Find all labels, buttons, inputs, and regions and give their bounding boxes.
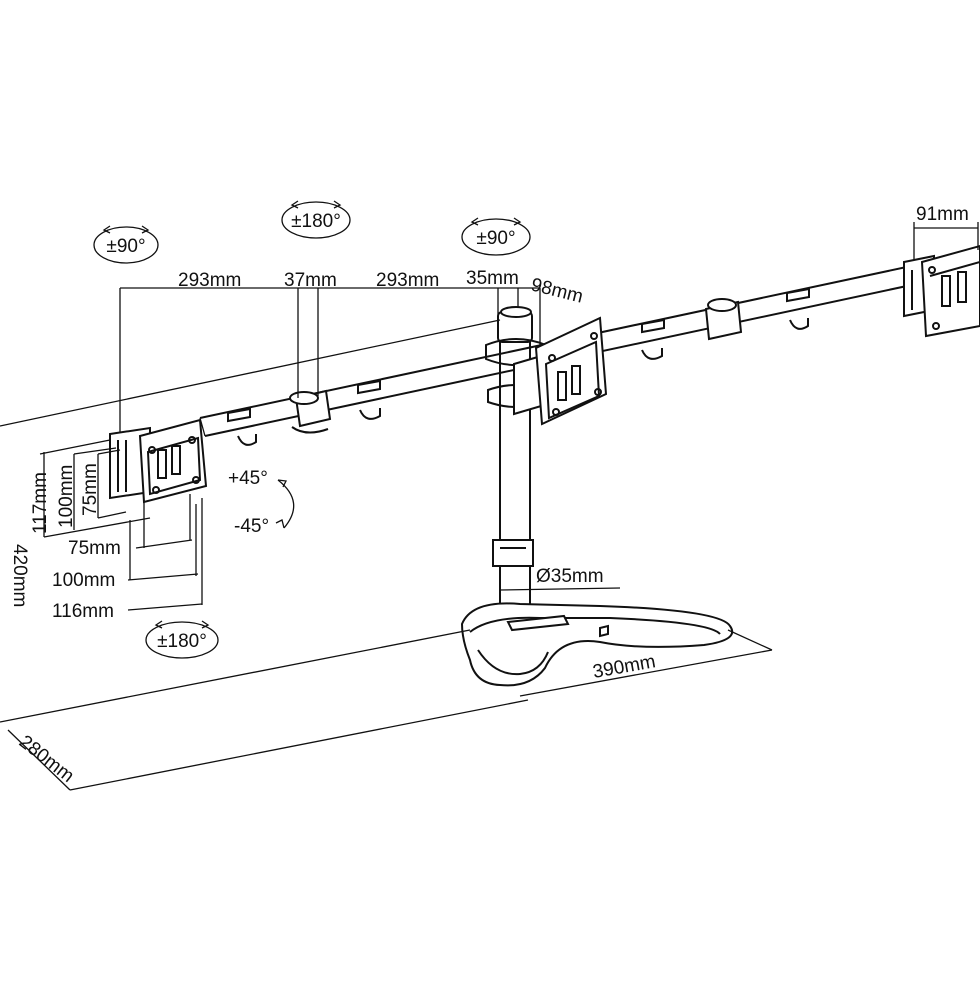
label-center-head-rotation: ±90°: [476, 228, 515, 249]
label-left-head-rotation: ±90°: [106, 236, 145, 257]
right-monitor-head: [903, 244, 980, 338]
dim-vesa-116-horizontal: 116mm: [52, 601, 114, 622]
dim-pole-offset: 35mm: [466, 268, 519, 289]
dim-arm-right: 293mm: [376, 270, 439, 291]
dim-head-offset: 98mm: [529, 274, 585, 307]
dim-height: 420mm: [9, 544, 30, 607]
dim-vesa-100-vertical: 100mm: [56, 465, 77, 528]
dim-base-width: 390mm: [591, 651, 657, 683]
dim-base-depth: 280mm: [15, 731, 78, 787]
rotation-badge-left-joint: ±180°: [281, 200, 351, 239]
dim-vesa-75-vertical: 75mm: [80, 463, 101, 516]
label-tilt-down: -45°: [234, 516, 269, 537]
dim-vesa-117: 117mm: [30, 472, 51, 534]
base: [460, 602, 734, 687]
dim-joint: 37mm: [284, 270, 337, 291]
cross-arm: [199, 261, 936, 446]
dim-right-head: 91mm: [916, 204, 969, 225]
label-left-joint-rotation: ±180°: [291, 211, 341, 232]
dim-vesa-75-horizontal: 75mm: [68, 538, 121, 559]
label-bottom-swivel-rotation: ±180°: [157, 631, 207, 652]
tilt-indicator: +45° -45°: [228, 468, 295, 537]
rotation-badge-center-head: ±90°: [461, 217, 531, 256]
dim-arm-left: 293mm: [178, 270, 241, 291]
label-tilt-up: +45°: [228, 468, 268, 489]
rotation-badge-left-head: ±90°: [93, 225, 159, 264]
rotation-badge-bottom-swivel: ±180°: [145, 620, 219, 659]
left-monitor-head: [109, 418, 208, 504]
dimension-lines: [0, 222, 979, 791]
dim-pole-diameter: Ø35mm: [536, 566, 604, 587]
dim-vesa-100-horizontal: 100mm: [52, 570, 115, 591]
center-monitor-head: [513, 316, 608, 426]
